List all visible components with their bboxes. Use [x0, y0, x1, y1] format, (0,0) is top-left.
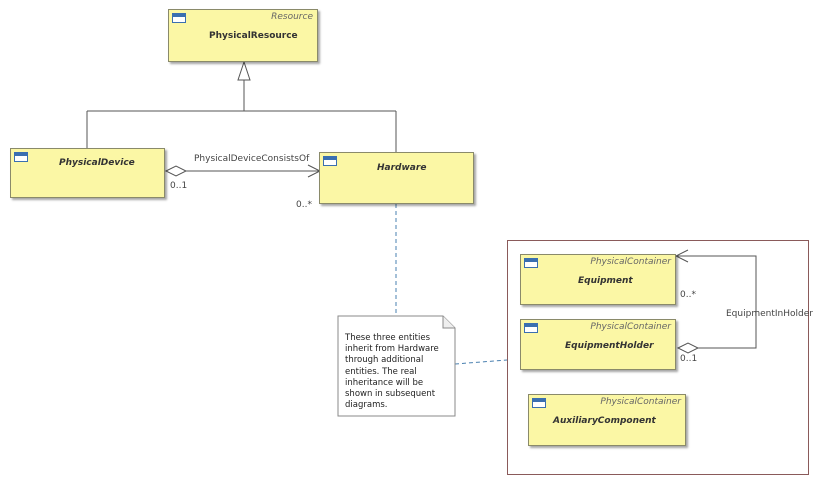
multiplicity-label: 0..* — [296, 200, 312, 210]
class-icon — [172, 13, 186, 23]
class-icon — [323, 156, 337, 166]
association-label: PhysicalDeviceConsistsOf — [194, 154, 310, 164]
stereotype-label: Resource — [271, 12, 313, 22]
class-name: Hardware — [377, 163, 427, 173]
association-label: EquipmentInHolder — [726, 309, 813, 319]
generalization-connector[interactable] — [86, 60, 397, 152]
class-name: PhysicalResource — [209, 31, 298, 41]
stereotype-label: PhysicalContainer — [590, 257, 671, 267]
physical-device-consists-of-connector[interactable] — [164, 164, 322, 178]
note-text: These three entities inherit from Hardwa… — [345, 333, 439, 411]
note-link — [395, 204, 508, 365]
class-physical-resource[interactable]: Resource PhysicalResource — [168, 9, 318, 62]
class-hardware[interactable]: Hardware — [319, 152, 474, 204]
equipment-in-holder-connector[interactable] — [674, 249, 757, 354]
class-equipment[interactable]: PhysicalContainer Equipment — [520, 254, 676, 305]
class-name: PhysicalDevice — [59, 158, 135, 168]
class-name: EquipmentHolder — [565, 341, 654, 351]
class-auxiliary-component[interactable]: PhysicalContainer AuxiliaryComponent — [528, 394, 686, 446]
multiplicity-label: 0..* — [680, 290, 696, 300]
class-icon — [14, 152, 28, 162]
class-icon — [524, 258, 538, 268]
class-name: Equipment — [578, 276, 633, 286]
class-name: AuxiliaryComponent — [553, 416, 656, 426]
multiplicity-label: 0..1 — [680, 354, 698, 364]
class-physical-device[interactable]: PhysicalDevice — [10, 148, 165, 198]
stereotype-label: PhysicalContainer — [600, 397, 681, 407]
class-equipment-holder[interactable]: PhysicalContainer EquipmentHolder — [520, 319, 676, 370]
class-icon — [532, 398, 546, 408]
aggregation-diamond — [164, 165, 188, 177]
multiplicity-label: 0..1 — [170, 181, 188, 191]
generalization-arrowhead — [237, 60, 251, 81]
association-arrowhead — [674, 249, 689, 263]
class-icon — [524, 323, 538, 333]
physical-container-boundary — [507, 240, 809, 475]
stereotype-label: PhysicalContainer — [590, 322, 671, 332]
note-shape — [337, 315, 456, 417]
